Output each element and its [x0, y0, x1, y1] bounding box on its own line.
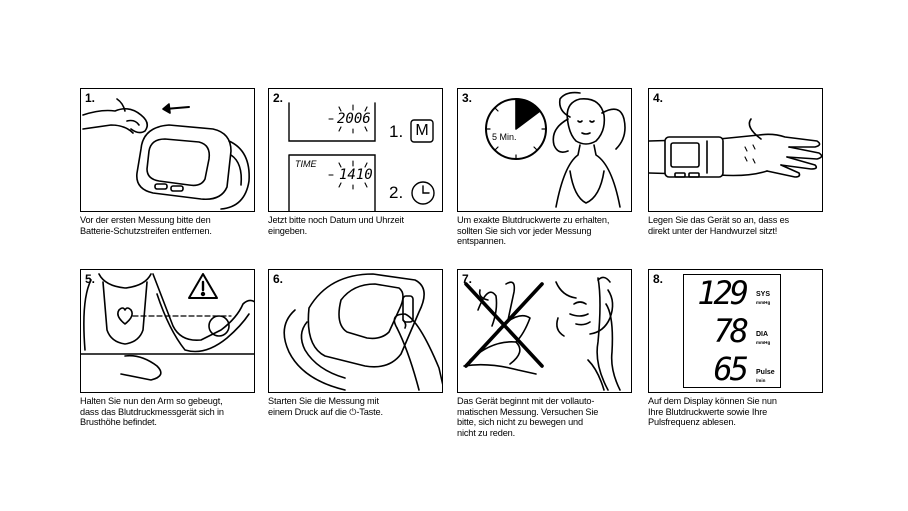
- dia-label: DIA: [756, 331, 769, 338]
- time-label: TIME: [295, 159, 317, 169]
- date-time-display-icon: [288, 102, 435, 211]
- step-5-illustration: 5.: [80, 269, 255, 393]
- step-number: 6.: [273, 272, 284, 286]
- pulse-label: Pulse: [756, 369, 775, 376]
- step-caption: Das Gerät beginnt mit der vollauto- mati…: [457, 396, 599, 438]
- step-caption: Starten Sie die Messung mit einem Druck …: [268, 396, 383, 417]
- step-number: 8.: [653, 272, 664, 286]
- result-display: 129 SYS mmHg 78 DIA mmHg 65 Pulse /min: [683, 274, 781, 388]
- step-1-illustration: 1.: [80, 88, 255, 212]
- timer-label: 5 Min.: [492, 132, 517, 142]
- step-2-illustration: 2. 2006 TIME 14: [268, 88, 443, 212]
- sys-label: SYS: [756, 291, 771, 298]
- step-7-illustration: 7.: [457, 269, 632, 393]
- year-readout: 2006: [337, 111, 371, 127]
- sys-unit: mmHg: [756, 300, 771, 305]
- start-button-press-icon: [283, 273, 442, 391]
- step-8-illustration: 8. 129 SYS mmHg 78 DIA mmHg 65 Pulse /mi…: [648, 269, 823, 393]
- step-number: 7.: [462, 272, 473, 286]
- step-6-illustration: 6.: [268, 269, 443, 393]
- wrist-placement-icon: [649, 118, 822, 178]
- m-key-icon: M: [415, 122, 429, 139]
- pulse-unit: /min: [756, 378, 766, 383]
- step-caption: Um exakte Blutdruckwerte zu erhalten, so…: [457, 215, 610, 247]
- step-number: 1.: [85, 91, 96, 105]
- arm-position-icon: [81, 273, 254, 381]
- remove-battery-strip-icon: [82, 98, 250, 210]
- step-4-illustration: 4.: [648, 88, 823, 212]
- step-caption: Jetzt bitte noch Datum und Uhrzeit einge…: [268, 215, 404, 236]
- no-movement-no-talking-icon: [463, 276, 621, 391]
- pulse-value: 65: [713, 350, 748, 388]
- relax-timer-icon: [485, 91, 626, 208]
- dia-unit: mmHg: [756, 340, 771, 345]
- step-number: 4.: [653, 91, 664, 105]
- dia-value: 78: [713, 312, 748, 350]
- step-caption: Legen Sie das Gerät so an, dass es direk…: [648, 215, 789, 236]
- step-number: 3.: [462, 91, 473, 105]
- step-caption: Auf dem Display können Sie nun Ihre Blut…: [648, 396, 777, 428]
- time-readout: 1410: [339, 167, 373, 183]
- sys-value: 129: [697, 274, 749, 312]
- step-caption: Vor der ersten Messung bitte den Batteri…: [80, 215, 212, 236]
- step-3-illustration: 3. 5 Min.: [457, 88, 632, 212]
- step-caption: Halten Sie nun den Arm so gebeugt, dass …: [80, 396, 224, 428]
- step-number: 5.: [85, 272, 96, 286]
- key-2-prefix: 2.: [389, 183, 404, 202]
- step-number: 2.: [273, 91, 284, 105]
- key-1-prefix: 1.: [389, 122, 404, 141]
